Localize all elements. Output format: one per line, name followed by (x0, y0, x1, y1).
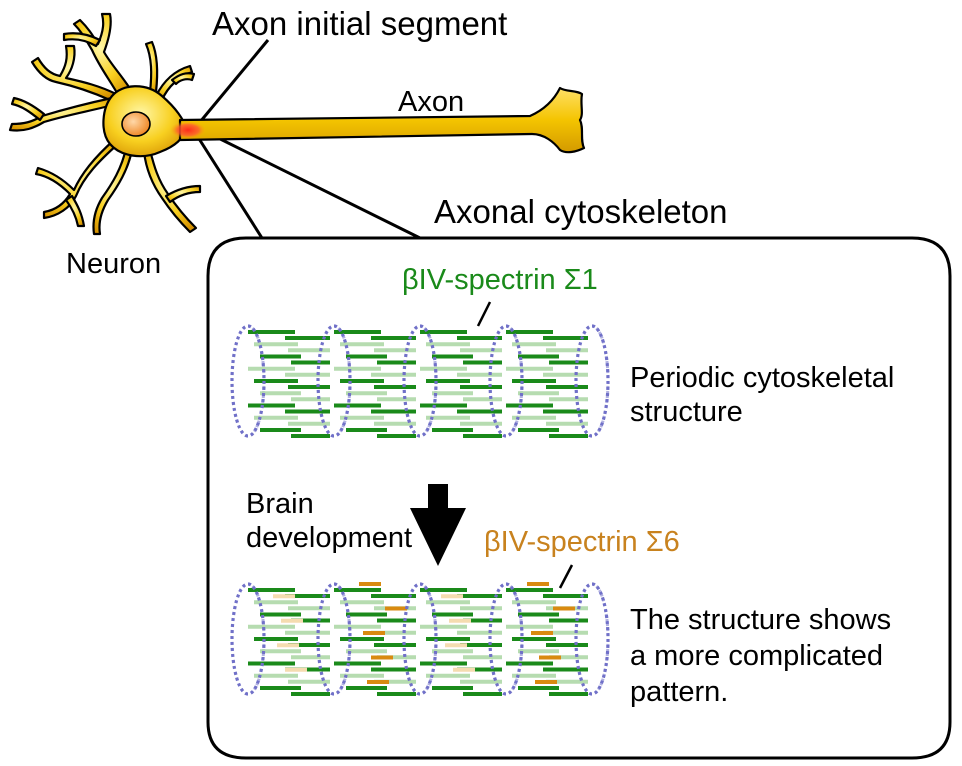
neuron-icon (8, 12, 586, 236)
spectrin6-pointer (558, 564, 574, 589)
neuron-label: Neuron (66, 248, 162, 280)
complex-structure-label-line1: The structure shows (630, 604, 892, 636)
development-arrow-icon (410, 484, 466, 566)
cytoskeleton-cylinder-sigma1 (230, 324, 610, 438)
periodic-structure-label-line1: Periodic cytoskeletal (630, 362, 895, 394)
periodic-structure-label-line2: structure (630, 396, 743, 428)
cytoskeleton-cylinder-sigma6 (230, 582, 610, 696)
ring-front (488, 324, 524, 438)
ring-front (488, 582, 524, 696)
spectrin-sigma6-label: βIV-spectrin Σ6 (484, 526, 680, 558)
ring-front (316, 324, 352, 438)
callout-lines (194, 39, 421, 240)
brain-development-label-line1: Brain (246, 488, 314, 520)
complex-structure-label-line3: pattern. (630, 676, 729, 708)
ring-front (402, 582, 438, 696)
spectrin1-pointer (476, 301, 492, 327)
axonal-cytoskeleton-label: Axonal cytoskeleton (434, 193, 728, 230)
ring-front (230, 324, 266, 438)
ring-front (230, 582, 266, 696)
spectrin-sigma1-label: βIV-spectrin Σ1 (402, 264, 598, 296)
axon-initial-segment-label: Axon initial segment (212, 5, 508, 42)
complex-structure-label-line2: a more complicated (630, 640, 884, 672)
axon-label: Axon (398, 86, 465, 118)
ring-front (574, 324, 610, 438)
brain-development-label-line2: development (246, 522, 413, 554)
axon-initial-segment-highlight (170, 121, 206, 139)
ring-front (574, 582, 610, 696)
callout-box (206, 236, 952, 760)
ring-front (316, 582, 352, 696)
ring-front (402, 324, 438, 438)
